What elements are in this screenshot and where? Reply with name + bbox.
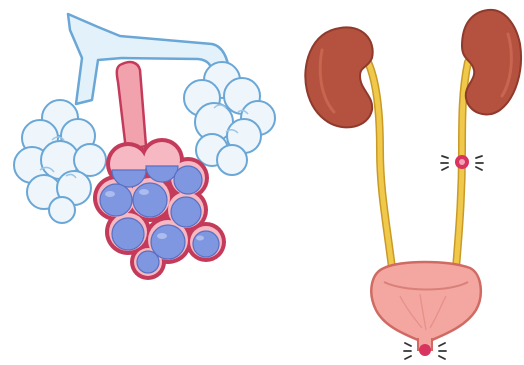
healthy-alveoli-right bbox=[184, 62, 275, 175]
urethra-highlight bbox=[404, 343, 446, 359]
ureter-highlight bbox=[441, 155, 483, 170]
left-kidney bbox=[305, 27, 372, 127]
airway-panel bbox=[14, 14, 275, 280]
healthy-alveoli-left bbox=[14, 100, 106, 223]
inflamed-bronchiole bbox=[117, 62, 146, 150]
urinary-panel bbox=[305, 10, 521, 359]
